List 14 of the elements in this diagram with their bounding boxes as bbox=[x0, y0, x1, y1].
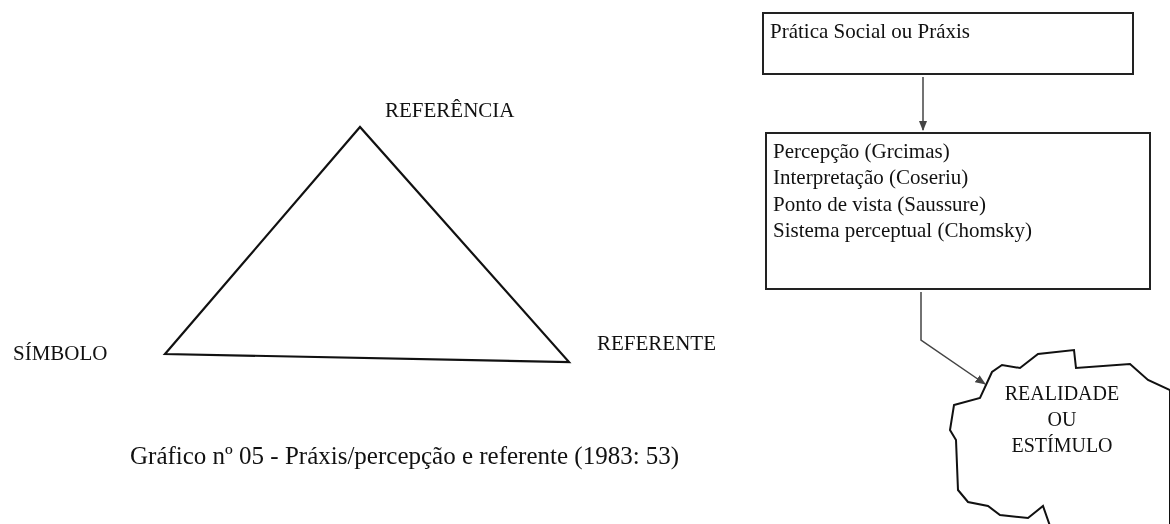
text-box bbox=[762, 12, 1134, 75]
text-box bbox=[765, 132, 1151, 290]
node-text: Ponto de vista (Saussure) bbox=[773, 190, 987, 217]
node-text: Sistema perceptual (Chomsky) bbox=[773, 216, 1033, 243]
node-text: REALIDADE OU ESTÍMULO bbox=[1003, 381, 1121, 458]
arrow bbox=[920, 291, 986, 385]
vertex-label: REFERENTE bbox=[597, 331, 716, 356]
vertex-label: SÍMBOLO bbox=[13, 341, 108, 366]
node-text: Interpretação (Coseriu) bbox=[773, 164, 970, 191]
arrow bbox=[918, 76, 928, 132]
node-text: Percepção (Grcimas) bbox=[773, 138, 951, 165]
node-text: Prática Social ou Práxis bbox=[770, 18, 972, 45]
caption: Gráfico nº 05 - Práxis/percepção e referente (1983: 53) bbox=[130, 442, 680, 470]
vertex-label: REFERÊNCIA bbox=[385, 98, 515, 123]
